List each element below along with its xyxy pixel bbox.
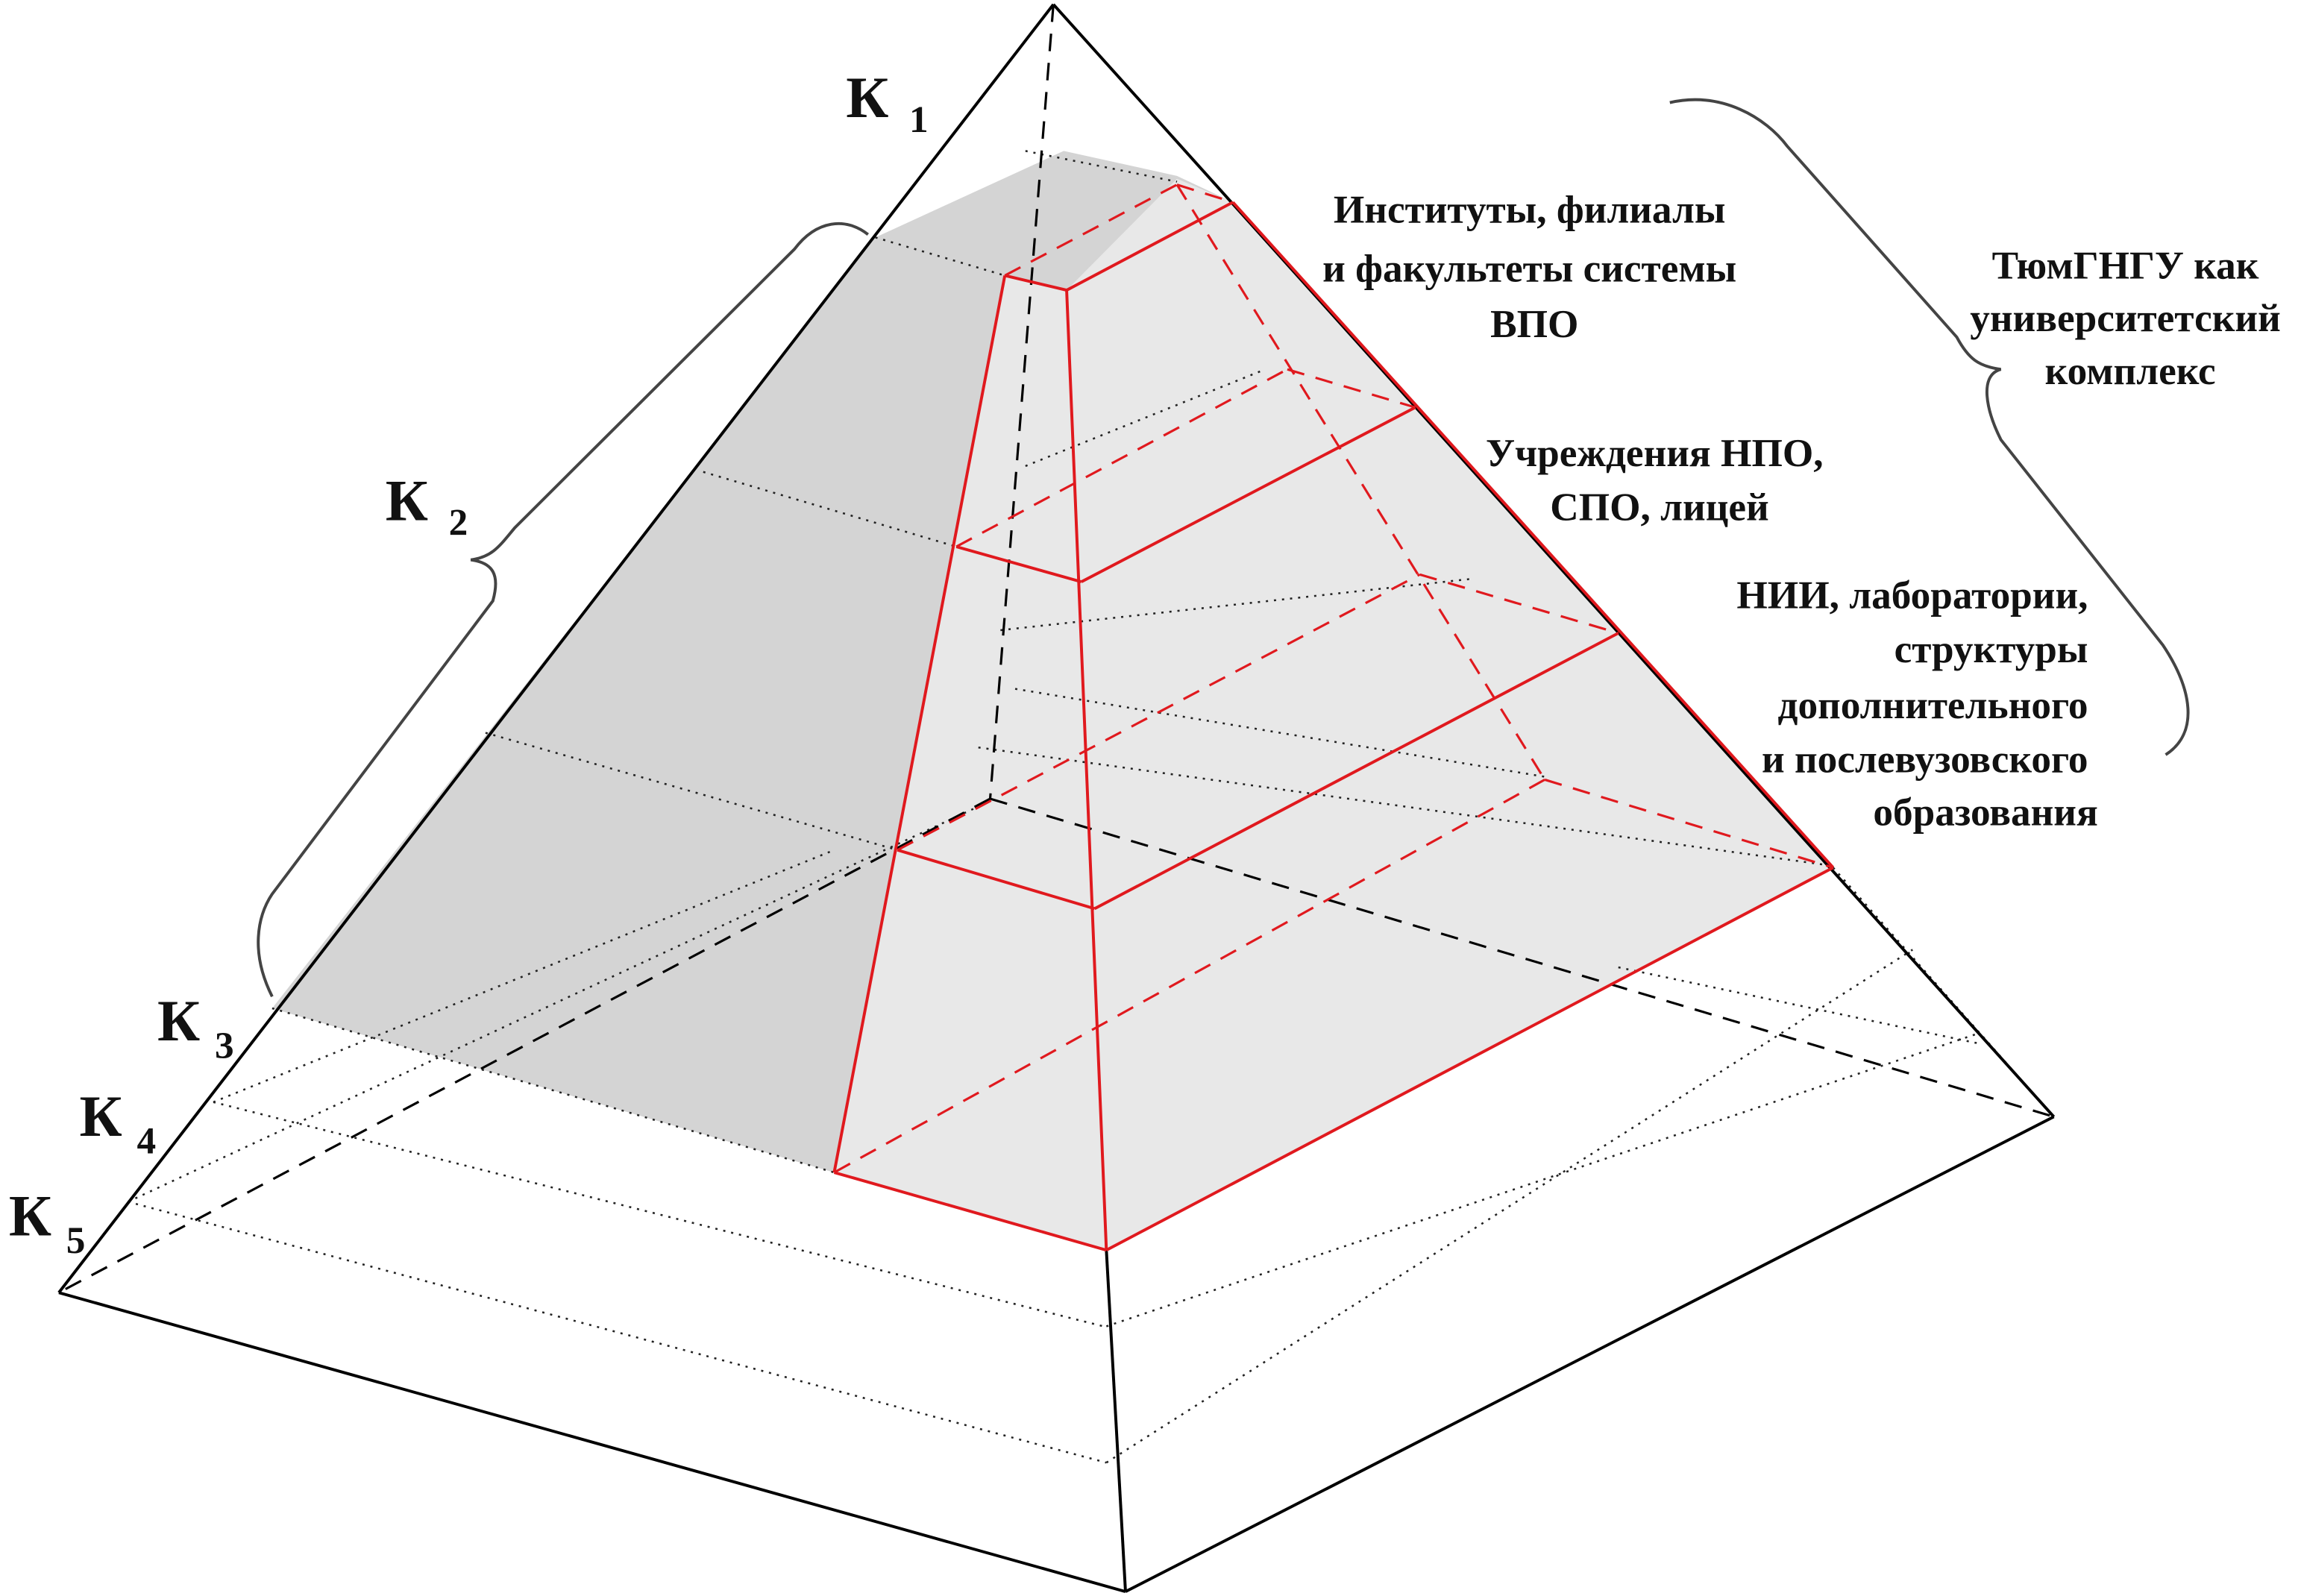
label-complex: ТюмГНГУ как университетский комплекс	[1970, 244, 2291, 392]
label-nii: НИИ, лаборатории, структуры дополнительн…	[1736, 574, 2097, 835]
outer-pyramid	[57, 3, 2056, 1593]
shade-right-face	[834, 178, 1833, 1251]
brace-left	[257, 222, 870, 998]
inner-pyramid-hidden	[833, 183, 1834, 1174]
label-npo: Учреждения НПО, СПО, лицей	[1486, 432, 1833, 530]
hidden-edges	[58, 4, 2055, 1294]
brace-right	[1669, 98, 2190, 756]
inner-pyramid	[832, 201, 1835, 1252]
label-institutes: Институты, филиалы и факультеты системы …	[1322, 189, 1746, 346]
section-lines	[128, 150, 2055, 1464]
shade-left-face	[271, 151, 1233, 1173]
